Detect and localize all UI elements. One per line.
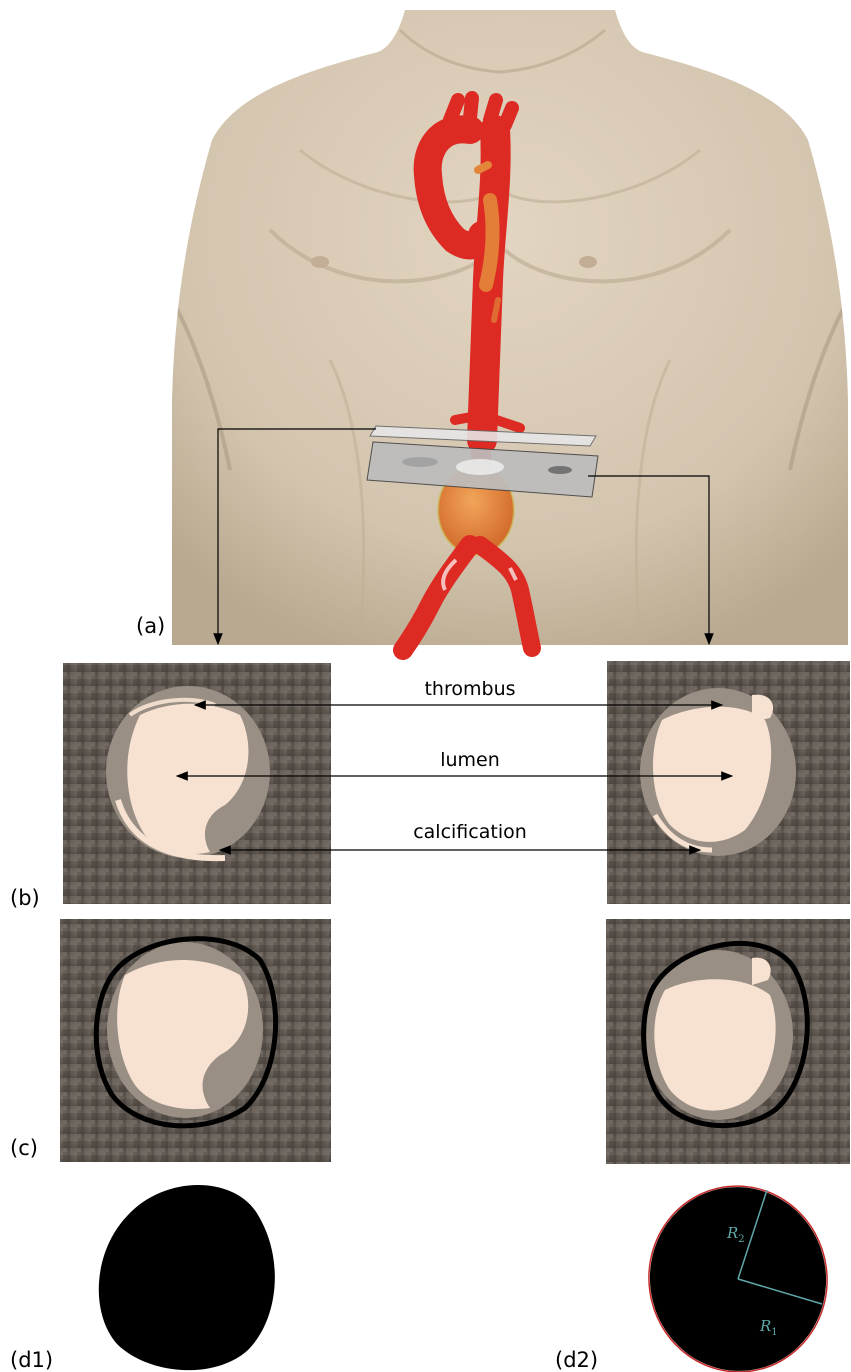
- panel-label-a: (a): [136, 614, 165, 638]
- ct-slice-c-right: [606, 919, 850, 1164]
- binary-mask-d1: [99, 1185, 275, 1370]
- panel-label-b: (b): [10, 886, 40, 910]
- label-thrombus: thrombus: [424, 678, 515, 700]
- panel-label-d2: (d2): [555, 1348, 598, 1372]
- label-calcification: calcification: [413, 821, 527, 843]
- ellipse-fit-d2: [637, 1175, 839, 1372]
- ct-slice-c-left: [60, 919, 331, 1162]
- ct-slice-b-right: [607, 661, 850, 904]
- panel-label-c: (c): [10, 1136, 38, 1160]
- label-lumen: lumen: [440, 749, 500, 771]
- panel-label-d1: (d1): [10, 1348, 53, 1372]
- ct-slice-b-left: [63, 663, 331, 904]
